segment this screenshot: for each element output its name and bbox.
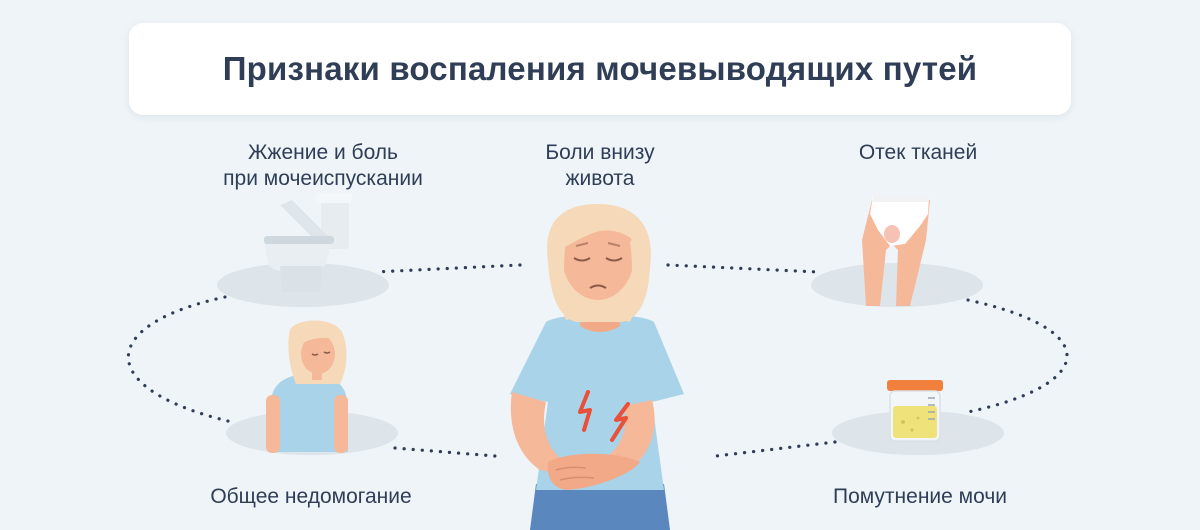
label-urine: Помутнение мочи — [800, 484, 1040, 510]
tired-woman-illustration — [266, 320, 348, 453]
label-swelling-line1: Отек тканей — [858, 141, 978, 164]
title-card: Признаки воспаления мочевыводящих путей — [129, 23, 1071, 115]
label-burning-line2: при мочеиспускании — [223, 167, 423, 190]
label-abdomen: Боли внизу живота — [515, 140, 685, 192]
label-malaise-line1: Общее недомогание — [210, 485, 412, 508]
label-malaise: Общее недомогание — [180, 484, 442, 510]
toilet-icon — [264, 193, 352, 292]
pain-woman-illustration — [510, 204, 684, 530]
label-swelling: Отек тканей — [830, 140, 1006, 166]
underwear-icon — [862, 196, 930, 306]
label-burning-line1: Жжение и боль — [248, 141, 398, 164]
dotted-ring — [126, 263, 1069, 458]
label-abdomen-line1: Боли внизу — [545, 141, 655, 164]
label-urine-line1: Помутнение мочи — [832, 485, 1007, 508]
label-abdomen-line2: живота — [565, 167, 635, 190]
urine-sample-icon — [887, 380, 943, 442]
label-burning: Жжение и боль при мочеиспускании — [192, 140, 454, 192]
page-title: Признаки воспаления мочевыводящих путей — [222, 50, 978, 87]
